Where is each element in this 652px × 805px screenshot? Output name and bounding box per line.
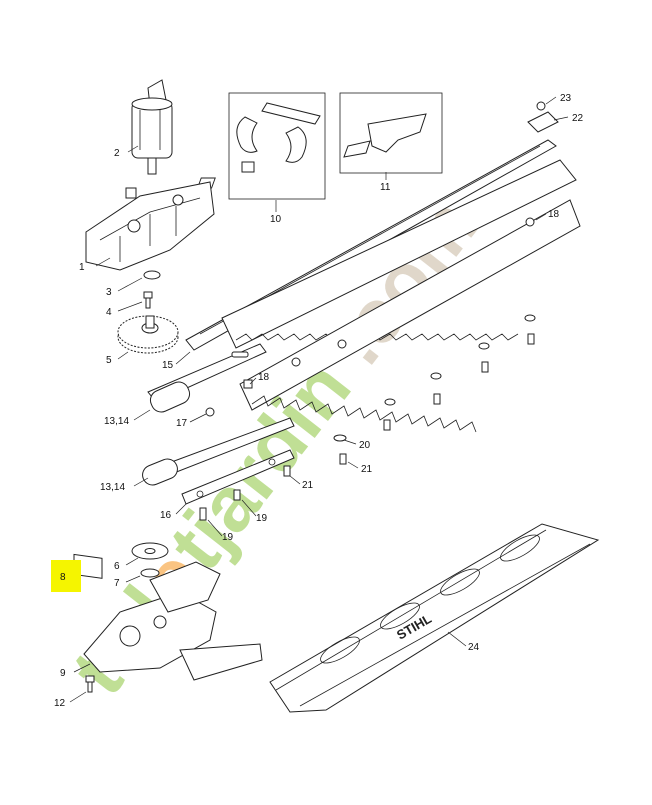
callout-15: 15 xyxy=(162,360,174,371)
lower-blade xyxy=(239,199,581,433)
leader-lines xyxy=(69,96,569,703)
callout-5: 5 xyxy=(106,355,112,366)
inset-box-10 xyxy=(196,92,326,200)
callout-16: 16 xyxy=(160,510,172,521)
callout-8: 8 xyxy=(60,572,66,583)
callout-10: 10 xyxy=(270,214,282,225)
callout-22: 22 xyxy=(572,113,584,124)
motor xyxy=(131,79,173,175)
callout-labels: 1 2 3 4 5 6 7 8 9 10 11 12 13,14 13,14 1… xyxy=(54,93,584,709)
callout-4: 4 xyxy=(106,307,112,318)
washer-6 xyxy=(131,542,169,560)
circlip-7 xyxy=(140,568,160,578)
gear-housing xyxy=(85,181,215,271)
callout-24: 24 xyxy=(468,642,480,653)
callout-13-14b: 13,14 xyxy=(100,482,125,493)
highlight-box xyxy=(51,560,81,592)
callout-21a: 21 xyxy=(361,464,373,475)
screw-4 xyxy=(143,291,153,309)
gear-cover xyxy=(83,561,263,681)
callout-9: 9 xyxy=(60,668,66,679)
blade-sheath: STIHL xyxy=(269,523,600,713)
callout-17: 17 xyxy=(176,418,188,429)
callout-13-14a: 13,14 xyxy=(104,416,129,427)
callout-18a: 18 xyxy=(258,372,270,383)
inset-box-11 xyxy=(339,92,443,174)
guide-plate xyxy=(181,449,295,505)
callout-23: 23 xyxy=(560,93,572,104)
callout-1: 1 xyxy=(79,262,85,273)
blade-holder-upper xyxy=(147,343,267,413)
callout-20: 20 xyxy=(359,440,371,451)
callout-7: 7 xyxy=(114,578,120,589)
blade-holder-lower xyxy=(142,417,295,486)
callout-18b: 18 xyxy=(548,209,560,220)
fasteners xyxy=(199,101,559,521)
washer-3 xyxy=(143,270,161,280)
callout-11: 11 xyxy=(380,182,391,193)
callout-21b: 21 xyxy=(302,480,314,491)
callout-3: 3 xyxy=(106,287,112,298)
callout-19b: 19 xyxy=(222,532,234,543)
callout-6: 6 xyxy=(114,561,120,572)
callout-19a: 19 xyxy=(256,513,268,524)
callout-2: 2 xyxy=(114,148,120,159)
callout-12: 12 xyxy=(54,698,66,709)
gear-wheel xyxy=(117,315,179,354)
screw-12 xyxy=(85,675,95,693)
